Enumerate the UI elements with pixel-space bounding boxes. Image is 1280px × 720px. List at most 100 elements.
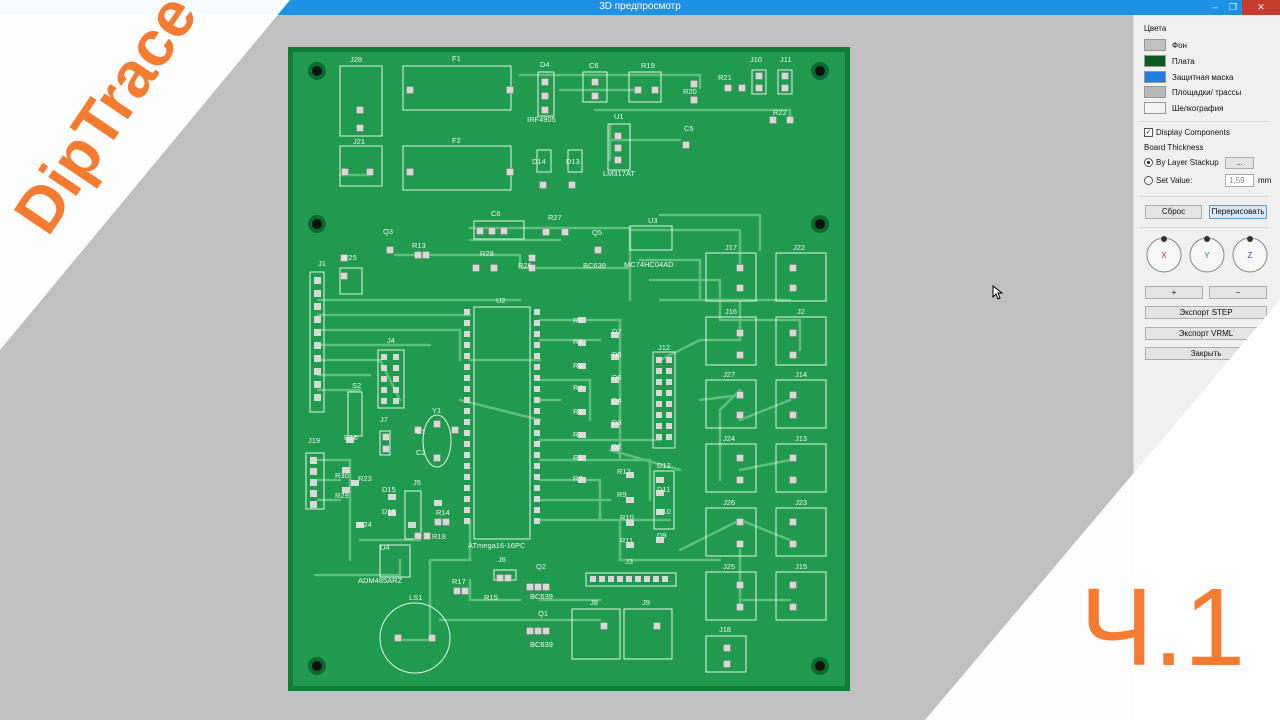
- smd-pad: [342, 467, 350, 473]
- component-label: R3: [573, 407, 583, 416]
- ic-pin: [534, 331, 540, 337]
- by-layer-stackup-label: By Layer Stackup: [1156, 158, 1219, 167]
- header-pin: [381, 365, 387, 371]
- radio-unselected-icon[interactable]: [1144, 176, 1153, 185]
- silkscreen-outline: [705, 443, 757, 493]
- divider: [1140, 196, 1268, 197]
- pad: [789, 518, 797, 526]
- smd-pad: [611, 354, 619, 360]
- header-pin: [314, 368, 321, 375]
- component-label: U1: [614, 112, 624, 121]
- pad: [394, 634, 402, 642]
- silkscreen-outline: [537, 71, 555, 117]
- minimize-icon[interactable]: –: [1212, 2, 1218, 12]
- pad: [541, 92, 549, 100]
- pad: [476, 227, 484, 235]
- close-window-icon[interactable]: ✕: [1242, 0, 1280, 15]
- silkscreen-outline: [379, 544, 411, 578]
- header-pin: [393, 387, 399, 393]
- component-label: D16: [382, 507, 396, 516]
- header-pin: [590, 576, 596, 582]
- pad: [591, 78, 599, 86]
- zoom-out-button[interactable]: −: [1209, 286, 1267, 299]
- soldermask-swatch[interactable]: [1144, 71, 1166, 83]
- silkscreen-outline: [705, 316, 757, 366]
- export-vrml-button[interactable]: Экспорт VRML: [1145, 327, 1267, 340]
- pads-swatch[interactable]: [1144, 86, 1166, 98]
- silkscreen-outline: [705, 635, 747, 673]
- mouse-cursor-icon: [992, 285, 1004, 300]
- redraw-button[interactable]: Перерисовать: [1209, 205, 1267, 219]
- checkbox-checked-icon[interactable]: ✓: [1144, 128, 1153, 137]
- pad: [414, 426, 422, 434]
- reset-button[interactable]: Сброс: [1145, 205, 1202, 219]
- mounting-hole-drill: [312, 66, 322, 76]
- component-label: R25: [343, 253, 357, 262]
- color-row-pads[interactable]: Площадки/ трассы: [1144, 86, 1241, 98]
- ic-pin: [464, 452, 470, 458]
- color-row-board[interactable]: Плата: [1144, 55, 1195, 67]
- pad: [789, 284, 797, 292]
- pad: [789, 391, 797, 399]
- close-button[interactable]: Закрыть: [1145, 347, 1267, 360]
- rotate-z-dial[interactable]: Z: [1232, 236, 1268, 273]
- ic-pin: [464, 386, 470, 392]
- pad: [542, 228, 550, 236]
- pad: [442, 518, 450, 526]
- header-pin: [393, 365, 399, 371]
- mounting-hole-drill: [312, 219, 322, 229]
- zoom-in-button[interactable]: +: [1145, 286, 1203, 299]
- pad: [789, 476, 797, 484]
- pad: [789, 581, 797, 589]
- pad: [340, 272, 348, 280]
- pad: [453, 587, 461, 595]
- smd-pad: [611, 399, 619, 405]
- set-value-radio[interactable]: Set Value:: [1144, 176, 1192, 185]
- by-layer-stackup-radio[interactable]: By Layer Stackup: [1144, 158, 1219, 167]
- ic-pin: [534, 353, 540, 359]
- header-pin: [381, 398, 387, 404]
- background-swatch[interactable]: [1144, 39, 1166, 51]
- pad: [526, 627, 534, 635]
- component-label: R2: [573, 430, 583, 439]
- pcb-trace: [658, 338, 742, 362]
- pcb-trace: [538, 318, 622, 462]
- color-label-pads: Площадки/ трассы: [1172, 87, 1242, 97]
- component-label: R10: [620, 513, 634, 522]
- pcb-trace: [698, 393, 742, 402]
- header-pin: [314, 303, 321, 310]
- thickness-input[interactable]: 1,59: [1225, 174, 1254, 187]
- pcb-trace: [538, 478, 602, 522]
- ic-pin: [534, 364, 540, 370]
- smd-pad: [611, 445, 619, 451]
- silkscreen-outline: [775, 252, 827, 302]
- color-row-silkscreen[interactable]: Шелкография: [1144, 102, 1223, 114]
- rotate-y-dial[interactable]: Y: [1189, 236, 1225, 273]
- color-row-soldermask[interactable]: Защитная маска: [1144, 71, 1234, 83]
- display-components-checkbox[interactable]: ✓ Display Components: [1144, 128, 1230, 137]
- pad: [738, 84, 746, 92]
- color-row-background[interactable]: Фон: [1144, 39, 1187, 51]
- header-pin: [314, 290, 321, 297]
- pad: [539, 181, 547, 189]
- board-swatch[interactable]: [1144, 55, 1166, 67]
- pad: [542, 583, 550, 591]
- smd-pad: [578, 477, 586, 483]
- component-label: J11: [780, 55, 792, 64]
- pad: [591, 92, 599, 100]
- radio-selected-icon[interactable]: [1144, 158, 1153, 167]
- maximize-icon[interactable]: ❐: [1228, 2, 1238, 12]
- component-label: J23: [795, 498, 807, 507]
- silkscreen-outline: [379, 430, 391, 456]
- thickness-unit: mm: [1258, 176, 1272, 185]
- component-label: J6: [498, 555, 506, 564]
- pad: [789, 264, 797, 272]
- silkscreen-outline: [309, 271, 325, 413]
- silkscreen-swatch[interactable]: [1144, 102, 1166, 114]
- component-label: BC639: [583, 261, 606, 270]
- stackup-settings-button[interactable]: ...: [1225, 157, 1254, 169]
- export-step-button[interactable]: Экспорт STEP: [1145, 306, 1267, 319]
- header-pin: [666, 357, 672, 363]
- rotate-x-dial[interactable]: X: [1146, 236, 1182, 273]
